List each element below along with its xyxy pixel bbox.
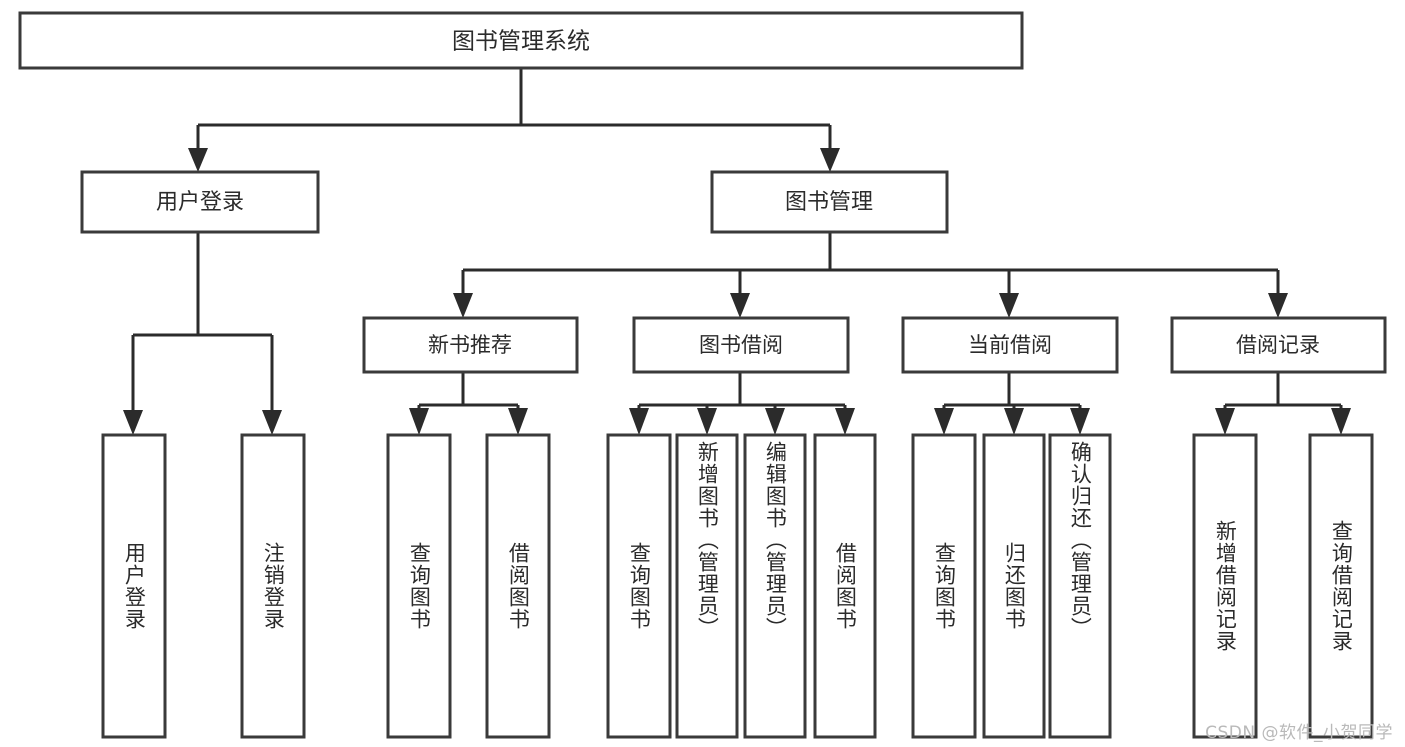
leaf-box-borrow-record-2[interactable] <box>1308 433 1374 739</box>
node-user-login-label: 用户登录 <box>156 190 244 215</box>
leaf-box-current-borrow-1[interactable] <box>911 433 977 739</box>
leaf-box-borrow-record-1[interactable] <box>1192 433 1258 739</box>
arrow-head-leaf-book-borrow-2 <box>697 408 717 435</box>
leaf-box-layer <box>101 433 1374 739</box>
arrow-head-book-borrow <box>730 293 750 318</box>
node-borrow-record[interactable]: 借阅记录 <box>1170 316 1387 374</box>
node-root-system[interactable]: 图书管理系统 <box>18 11 1024 70</box>
node-borrow-record-label: 借阅记录 <box>1236 333 1320 357</box>
leaf-box-new-book-1[interactable] <box>386 433 452 739</box>
node-book-borrow-label: 图书借阅 <box>699 333 783 357</box>
arrow-head-leaf-new-book-2 <box>508 408 528 435</box>
leaf-box-user-login-1[interactable] <box>101 433 167 739</box>
leaf-box-book-borrow-3[interactable] <box>743 433 807 739</box>
arrow-head-borrow-record <box>1268 293 1288 318</box>
leaf-box-new-book-2[interactable] <box>485 433 551 739</box>
arrow-head-book-manage <box>820 148 840 172</box>
connector-layer <box>123 68 1351 435</box>
arrow-head-leaf-borrow-record-2 <box>1331 408 1351 435</box>
arrow-head-user-login <box>188 148 208 172</box>
node-current-borrow[interactable]: 当前借阅 <box>901 316 1119 374</box>
arrow-head-current-borrow <box>999 293 1019 318</box>
arrow-head-leaf-book-borrow-3 <box>765 408 785 435</box>
arrow-head-leaf-new-book-1 <box>409 408 429 435</box>
leaf-box-book-borrow-2[interactable] <box>675 433 739 739</box>
arrow-head-leaf-book-borrow-1 <box>629 408 649 435</box>
arrow-head-leaf-book-borrow-4 <box>835 408 855 435</box>
node-current-borrow-label: 当前借阅 <box>968 333 1052 357</box>
csdn-watermark: CSDN @软件_小贺同学 <box>1205 723 1393 743</box>
arrow-head-leaf-borrow-record-1 <box>1215 408 1235 435</box>
arrow-head-leaf-current-borrow-1 <box>934 408 954 435</box>
node-new-book-recommend[interactable]: 新书推荐 <box>362 316 579 374</box>
leaf-box-book-borrow-4[interactable] <box>813 433 877 739</box>
leaf-box-book-borrow-1[interactable] <box>606 433 672 739</box>
arrow-head-leaf-current-borrow-3 <box>1070 408 1090 435</box>
node-user-login[interactable]: 用户登录 <box>80 170 320 234</box>
arrow-head-leaf-user-login-2 <box>262 410 282 435</box>
node-new-book-recommend-label: 新书推荐 <box>428 333 512 357</box>
node-book-manage[interactable]: 图书管理 <box>710 170 949 234</box>
leaf-box-current-borrow-2[interactable] <box>982 433 1046 739</box>
node-book-manage-label: 图书管理 <box>785 190 873 215</box>
leaf-box-current-borrow-3[interactable] <box>1048 433 1112 739</box>
node-book-borrow[interactable]: 图书借阅 <box>632 316 850 374</box>
arrow-head-leaf-user-login-1 <box>123 410 143 435</box>
arrow-head-leaf-current-borrow-2 <box>1004 408 1024 435</box>
node-root-system-label: 图书管理系统 <box>452 29 590 55</box>
leaf-box-user-login-2[interactable] <box>240 433 306 739</box>
arrow-head-new-book <box>453 293 473 318</box>
